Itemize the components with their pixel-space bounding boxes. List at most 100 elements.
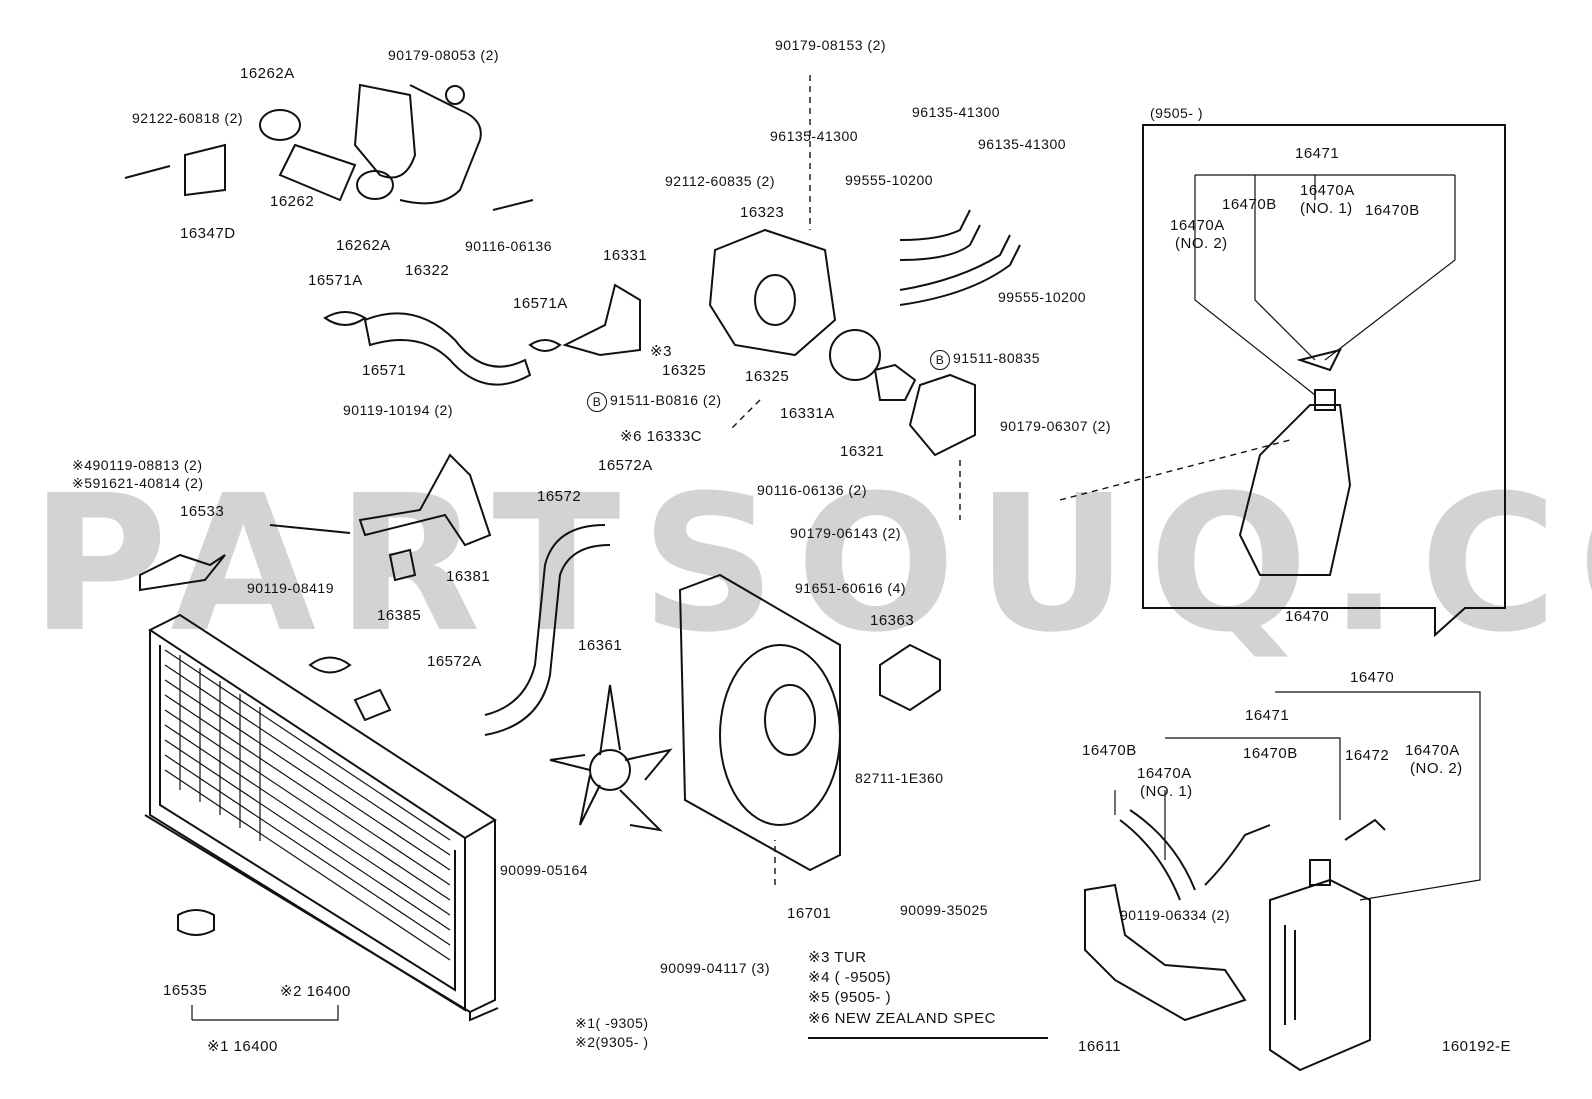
label-16385: 16385 <box>377 607 422 624</box>
label-16323: 16323 <box>740 204 785 221</box>
hose-99555-lower <box>899 234 1021 306</box>
bolt-90119-08419 <box>269 524 351 534</box>
label-16701: 16701 <box>787 905 832 922</box>
clamp-16571A-left <box>323 311 367 326</box>
right-label-16471: 16471 <box>1245 707 1290 724</box>
right-label-16470A-no1: 16470A <box>1137 765 1192 782</box>
bracket-16381 <box>358 453 492 547</box>
label-90119-08813: ※490119-08813 (2) <box>72 457 203 473</box>
label-16363: 16363 <box>870 612 915 629</box>
label-99555-10200-a: 99555-10200 <box>845 172 934 188</box>
label-16325-b: 16325 <box>745 368 790 385</box>
label-16321: 16321 <box>840 443 885 460</box>
inset-label-16470A-no1: 16470A <box>1300 182 1355 199</box>
right-label-no2: (NO. 2) <box>1410 760 1463 777</box>
label-16262A-top: 16262A <box>240 65 295 82</box>
label-16535: 16535 <box>163 982 208 999</box>
label-91511-80835: 91511-80835 <box>953 350 1040 366</box>
label-16262: 16262 <box>270 193 315 210</box>
clamp-16571A-right <box>528 339 562 352</box>
diagram-code: 160192-E <box>1442 1038 1512 1055</box>
right-label-16470B-left: 16470B <box>1082 742 1137 759</box>
label-92122-60818: 92122-60818 (2) <box>132 110 244 126</box>
label-90116-06136-top: 90116-06136 <box>465 238 552 254</box>
label-91511-B0816: 91511-B0816 (2) <box>610 392 722 408</box>
label-96135-41300-c: 96135-41300 <box>978 136 1067 152</box>
fan-motor-16363 <box>879 643 941 712</box>
reservoir-bracket-16611 <box>1084 883 1247 1022</box>
label-16333C: ※6 16333C <box>620 428 703 445</box>
label-16381: 16381 <box>446 568 491 585</box>
right-label-16470: 16470 <box>1350 669 1395 686</box>
label-90119-10194: 90119-10194 (2) <box>343 402 453 418</box>
fan-blade-drawing <box>549 684 673 832</box>
inset-label-16470A-no2: 16470A <box>1170 217 1225 234</box>
label-star3: ※3 <box>650 343 672 360</box>
circle-b-icon-1: B <box>930 350 950 370</box>
fan-shroud-drawing <box>678 573 841 872</box>
thermostat-housing-drawing <box>708 228 976 457</box>
label-16572A-top: 16572A <box>598 457 653 474</box>
cushion-16385 <box>388 548 417 582</box>
note-star2: ※2(9305- ) <box>575 1034 649 1050</box>
label-16571A-left: 16571A <box>308 272 363 289</box>
inset-frame <box>1142 124 1506 638</box>
label-16325-a: 16325 <box>662 362 707 379</box>
hose-16572 <box>484 524 611 736</box>
label-16572A-bottom: 16572A <box>427 653 482 670</box>
overflow-hoses <box>1119 809 1386 901</box>
inset-leader-lines <box>1194 174 1456 396</box>
dashed-leaders <box>729 75 1291 885</box>
right-label-16470A-no2: 16470A <box>1405 742 1460 759</box>
right-label-90119-06334: 90119-06334 (2) <box>1120 907 1230 923</box>
label-16572: 16572 <box>537 488 582 505</box>
right-label-16472: 16472 <box>1345 747 1390 764</box>
radiator-drawing <box>144 613 499 1022</box>
inset-reservoir-drawing <box>1238 348 1352 576</box>
label-16571: 16571 <box>362 362 407 379</box>
label-91621-40814: ※591621-40814 (2) <box>72 475 204 491</box>
inset-label-16471: 16471 <box>1295 145 1340 162</box>
label-90179-06143: 90179-06143 (2) <box>790 525 902 541</box>
right-label-16611: 16611 <box>1078 1038 1122 1055</box>
inset-label-16470: 16470 <box>1285 608 1330 625</box>
label-16400-star2: ※2 16400 <box>280 983 351 1000</box>
right-label-16470B-right: 16470B <box>1243 745 1298 762</box>
label-16571A-right: 16571A <box>513 295 568 312</box>
note-star5: ※5 (9505- ) <box>808 989 892 1006</box>
label-16262A-bottom: 16262A <box>336 237 391 254</box>
inset-range-label: (9505- ) <box>1150 105 1204 121</box>
label-96135-41300-a: 96135-41300 <box>770 128 859 144</box>
label-16400-star1: ※1 16400 <box>207 1038 278 1055</box>
label-16347D: 16347D <box>180 225 236 242</box>
right-label-no1: (NO. 1) <box>1140 783 1193 800</box>
label-99555-10200-b: 99555-10200 <box>998 289 1087 305</box>
label-91651-60616: 91651-60616 (4) <box>795 580 907 596</box>
note-star3: ※3 TUR <box>808 949 867 966</box>
reservoir-tank-drawing <box>1269 859 1371 1072</box>
grommet-16535 <box>177 909 215 936</box>
label-16361: 16361 <box>578 637 623 654</box>
inset-label-no1: (NO. 1) <box>1300 200 1353 217</box>
inset-label-16470B-left: 16470B <box>1222 196 1277 213</box>
label-90099-35025: 90099-35025 <box>900 902 989 918</box>
inset-label-no2: (NO. 2) <box>1175 235 1228 252</box>
label-90119-08419: 90119-08419 <box>247 580 334 596</box>
right-leader-lines <box>1114 691 1481 901</box>
circle-b-icon-2: B <box>587 392 607 412</box>
label-90179-08053: 90179-08053 (2) <box>388 47 500 63</box>
label-90116-06136-mid: 90116-06136 (2) <box>757 482 867 498</box>
inset-label-16470B-right: 16470B <box>1365 202 1420 219</box>
label-90179-06307: 90179-06307 (2) <box>1000 418 1112 434</box>
outlet-16331 <box>562 283 641 357</box>
label-92112-60835: 92112-60835 (2) <box>665 173 775 189</box>
label-16331: 16331 <box>603 247 648 264</box>
label-16322: 16322 <box>405 262 450 279</box>
bracket-16533 <box>139 553 226 592</box>
label-90099-04117: 90099-04117 (3) <box>660 960 770 976</box>
water-inlet-drawing <box>124 83 534 211</box>
label-16533: 16533 <box>180 503 225 520</box>
label-90179-08153: 90179-08153 (2) <box>775 37 887 53</box>
note-star4: ※4 ( -9505) <box>808 969 892 986</box>
